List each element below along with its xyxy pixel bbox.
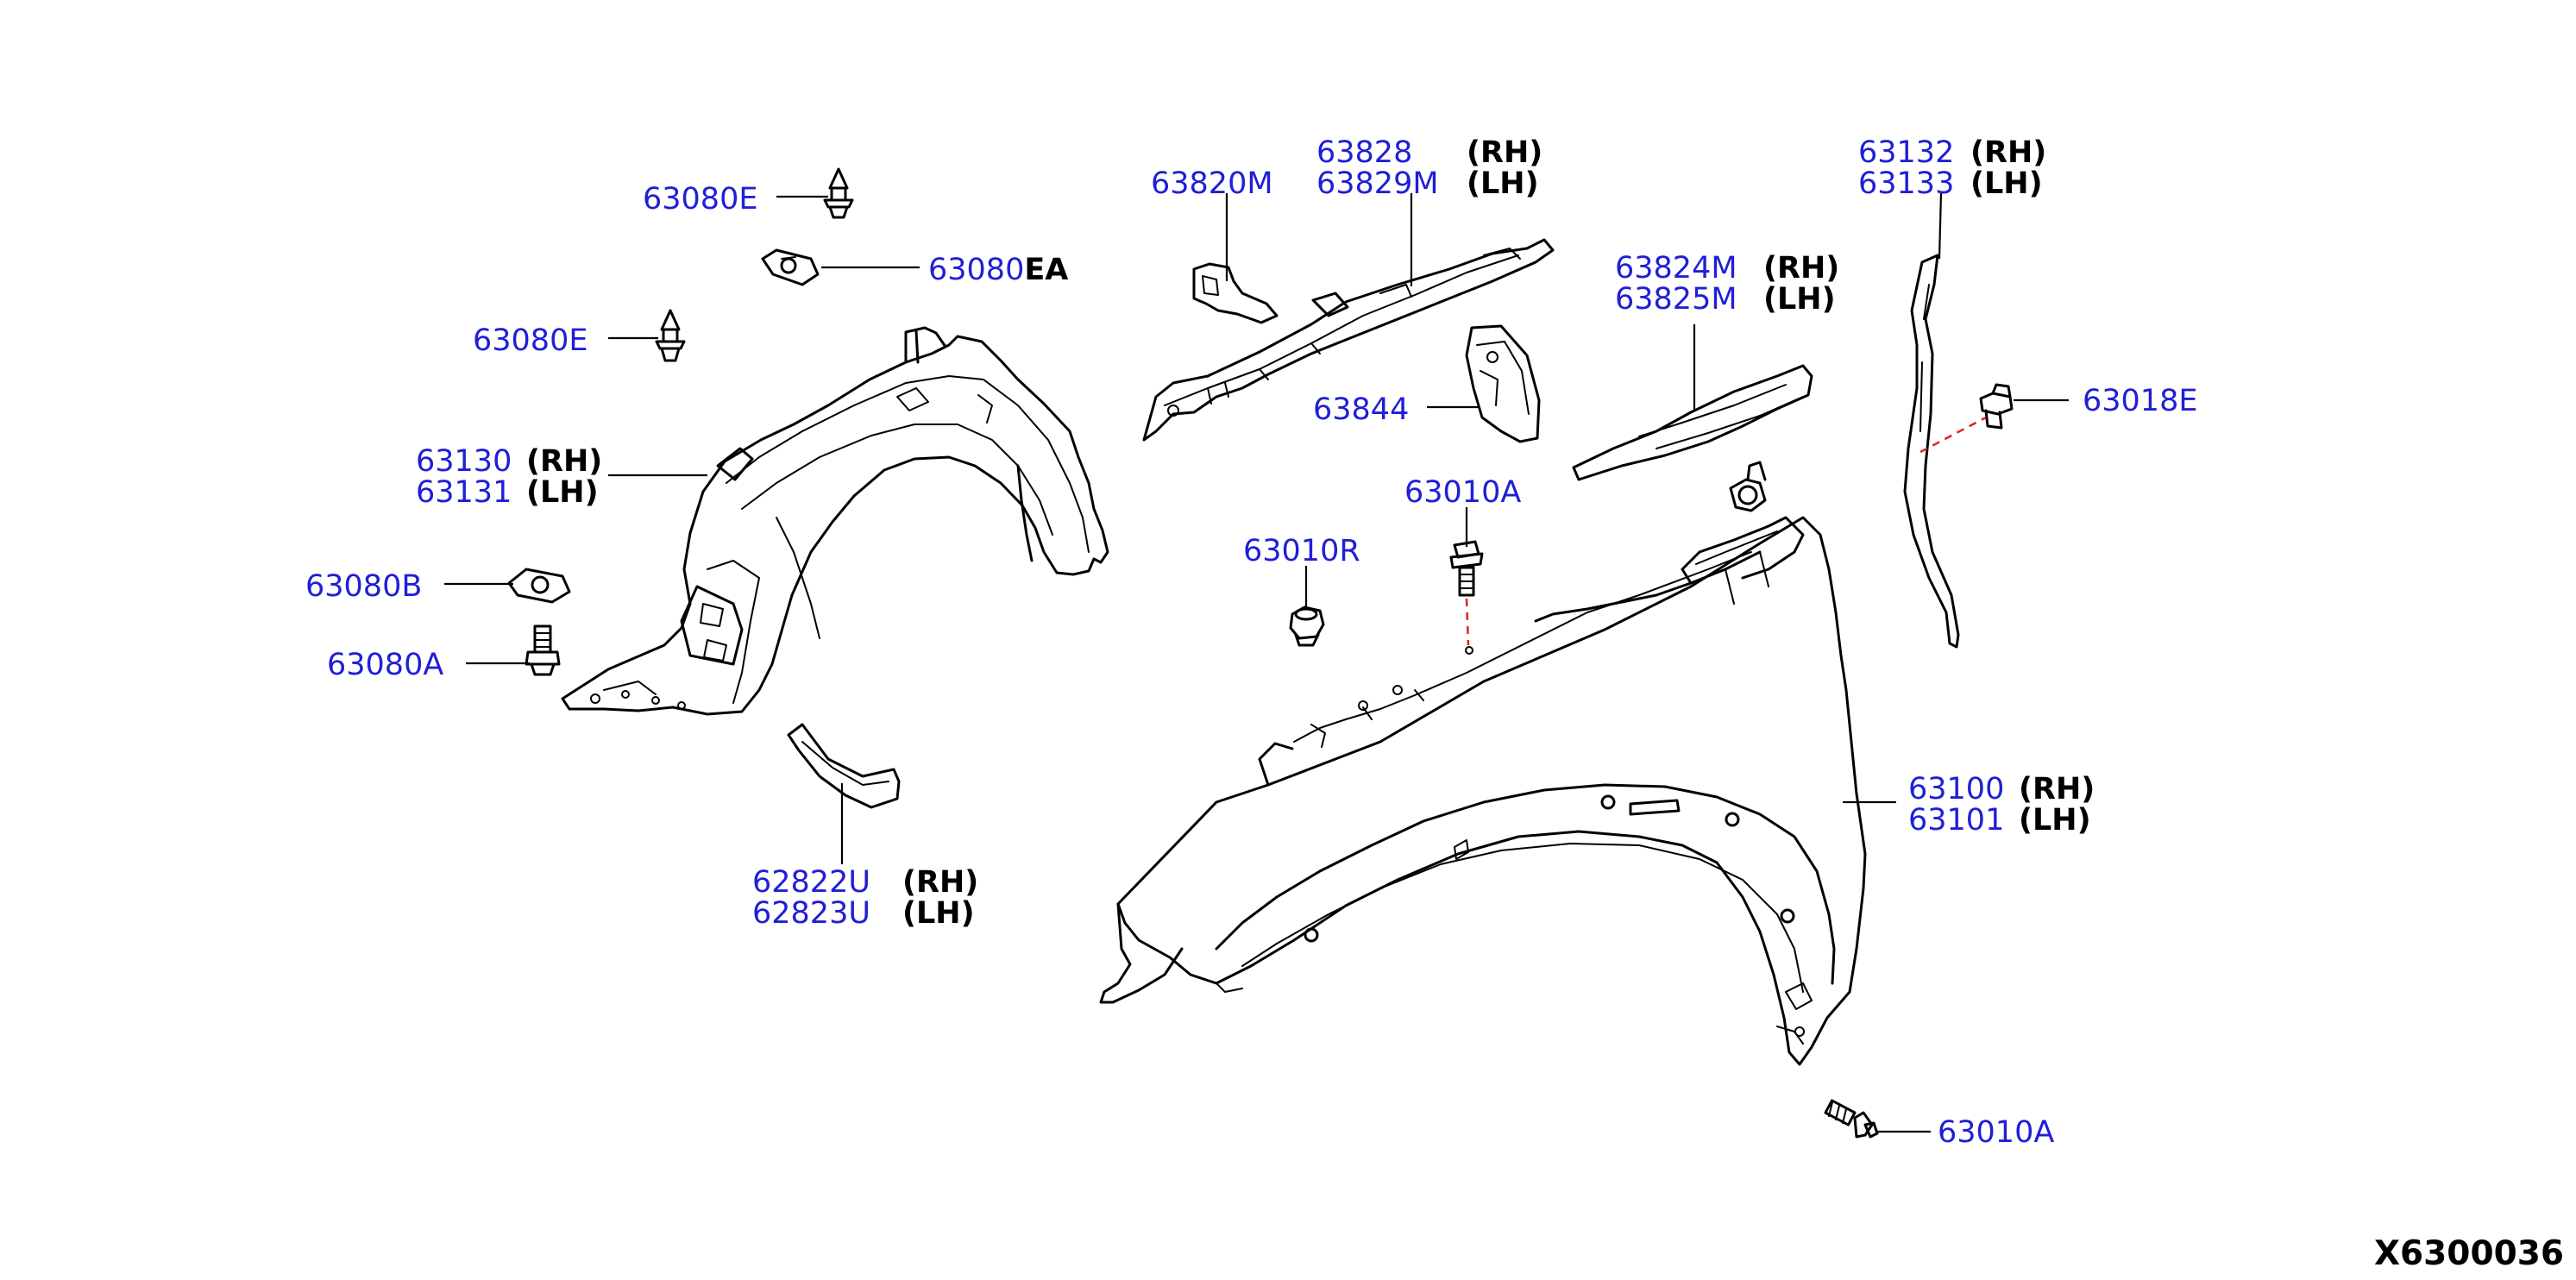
- bolt-63080a-left-part: [525, 624, 561, 676]
- part-number-63829m[interactable]: 63829M: [1316, 166, 1439, 201]
- fender-liner-63130-part: [561, 326, 1109, 716]
- part-number-63820m[interactable]: 63820M: [1151, 166, 1273, 201]
- side-label-lh: (LH): [1970, 166, 2043, 201]
- bolt-63010a-bottom-part: [1824, 1099, 1879, 1139]
- bracket-62822u-part: [787, 723, 901, 809]
- fender-63100-part: [1099, 461, 1867, 1066]
- part-number-63080ea-base[interactable]: 63080: [928, 253, 1024, 287]
- diagram-reference-id: X6300036: [2374, 1234, 2564, 1273]
- clip-63080e-mid-part: [655, 309, 686, 362]
- part-number-62823u[interactable]: 62823U: [752, 896, 870, 931]
- part-number-63131[interactable]: 63131: [416, 475, 512, 510]
- side-label-rh: (RH): [1763, 251, 1839, 285]
- part-number-63010a-bottom[interactable]: 63010A: [1938, 1115, 2054, 1150]
- clip-63018e-part: [1979, 383, 2014, 430]
- side-label-lh: (LH): [1467, 166, 1539, 201]
- part-number-63133[interactable]: 63133: [1858, 166, 1954, 201]
- part-number-62822u[interactable]: 62822U: [752, 865, 870, 900]
- part-number-63825m[interactable]: 63825M: [1615, 282, 1737, 317]
- nut-63080ea-part: [761, 248, 820, 286]
- side-label-lh: (LH): [1763, 282, 1836, 317]
- part-number-63080e-top[interactable]: 63080E: [643, 182, 757, 216]
- side-label-lh: (LH): [2019, 803, 2091, 838]
- seal-63824m-part: [1572, 364, 1813, 481]
- rail-63828-part: [1142, 238, 1555, 442]
- connector-dash: [1919, 416, 1987, 454]
- part-number-63100[interactable]: 63100: [1908, 772, 2004, 806]
- part-number-63080e-mid[interactable]: 63080E: [473, 323, 587, 358]
- part-number-63130[interactable]: 63130: [416, 444, 512, 479]
- part-number-63132[interactable]: 63132: [1858, 135, 1954, 170]
- hole-marker: [1465, 646, 1473, 655]
- part-number-63080a-left[interactable]: 63080A: [327, 648, 443, 682]
- connector-dash: [1465, 598, 1470, 646]
- bolt-63010a-mid-part: [1449, 540, 1484, 597]
- side-label-lh: (LH): [902, 896, 975, 931]
- side-label-rh: (RH): [2019, 772, 2095, 806]
- bracket-63820m-part: [1192, 262, 1279, 324]
- side-label-rh: (RH): [902, 865, 978, 900]
- clip-63010r-part: [1289, 605, 1325, 647]
- part-number-63828[interactable]: 63828: [1316, 135, 1412, 170]
- side-label-rh: (RH): [1467, 135, 1542, 170]
- bracket-63844-part: [1465, 324, 1541, 443]
- part-number-63080b[interactable]: 63080B: [305, 569, 422, 604]
- leader-line: [1938, 192, 1943, 260]
- part-number-63018e[interactable]: 63018E: [2083, 384, 2197, 418]
- part-number-63101[interactable]: 63101: [1908, 803, 2004, 838]
- part-number-63080ea[interactable]: 63080EA: [928, 253, 1068, 287]
- side-label-rh: (RH): [526, 444, 602, 479]
- part-number-63010a-mid[interactable]: 63010A: [1404, 475, 1521, 510]
- part-number-63080ea-suffix: EA: [1024, 253, 1068, 287]
- part-number-63824m[interactable]: 63824M: [1615, 251, 1737, 285]
- clip-63080e-top-part: [823, 167, 854, 219]
- part-number-63844[interactable]: 63844: [1313, 392, 1409, 427]
- side-label-lh: (LH): [526, 475, 599, 510]
- seal-strip-63132-part: [1903, 254, 1960, 649]
- nut-63080b-part: [507, 568, 571, 604]
- side-label-rh: (RH): [1970, 135, 2046, 170]
- part-number-63010r[interactable]: 63010R: [1243, 534, 1360, 568]
